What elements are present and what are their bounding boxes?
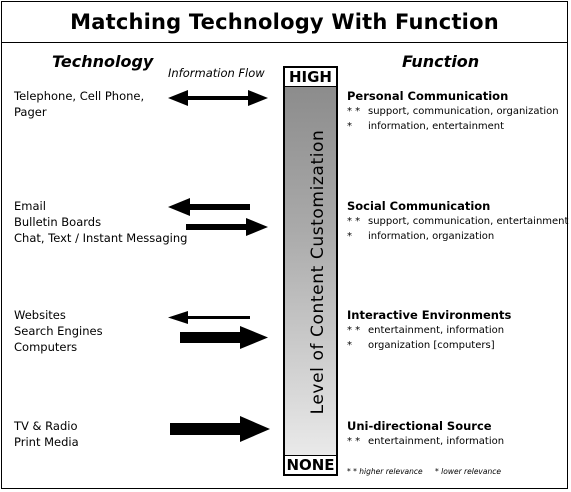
function-title: Uni-directional Source [347, 419, 492, 433]
relevance-stars: * [347, 340, 352, 351]
relevance-stars: * * [347, 216, 361, 227]
scale-axis-label: Level of Content Customization [308, 129, 328, 415]
function-item: * organization [computers] [347, 338, 511, 353]
function-item-text: support, communication, entertainment [368, 216, 569, 227]
relevance-stars: * * [347, 106, 361, 117]
function-title: Social Communication [347, 199, 491, 213]
relevance-stars: * * [347, 325, 361, 336]
flow-arrow-outbound-only [170, 416, 270, 442]
relevance-stars: * [347, 121, 352, 132]
relevance-stars: * * [347, 436, 361, 447]
function-item: * information, organization [347, 229, 568, 244]
technology-label: Email [14, 199, 46, 213]
technology-group-interactive: Websites Search Engines Computers [14, 307, 103, 355]
function-item-text: organization [computers] [368, 340, 495, 351]
information-flow-heading: Information Flow [168, 66, 265, 80]
flow-arrow-inbound [168, 198, 250, 216]
flow-arrow-outbound-thick [180, 326, 268, 349]
technology-group-personal: Telephone, Cell Phone, Pager [14, 88, 144, 120]
diagram-title: Matching Technology With Function [70, 10, 499, 34]
relevance-stars: * [347, 231, 352, 242]
function-title: Interactive Environments [347, 308, 512, 322]
function-column-heading: Function [402, 52, 480, 71]
technology-column-heading: Technology [52, 52, 154, 71]
technology-group-unidirectional: TV & Radio Print Media [14, 418, 79, 450]
legend-high: * * higher relevance [347, 467, 423, 476]
function-item: * * support, communication, entertainmen… [347, 214, 568, 229]
relevance-legend: * * higher relevance * lower relevance [347, 467, 511, 476]
technology-label: Websites [14, 308, 66, 322]
function-item-text: entertainment, information [368, 325, 505, 336]
flow-arrow-bidirectional [168, 90, 268, 106]
function-item-text: entertainment, information [368, 436, 505, 447]
function-item: * information, entertainment [347, 119, 559, 134]
scale-high-label: HIGH [285, 68, 336, 87]
technology-label: Bulletin Boards [14, 215, 102, 229]
technology-label: Pager [14, 105, 47, 119]
function-item-text: support, communication, organization [368, 106, 559, 117]
legend-low: * lower relevance [435, 467, 501, 476]
technology-label: TV & Radio [14, 419, 78, 433]
function-item: * * entertainment, information [347, 323, 511, 338]
function-block-personal: Personal Communication * * support, comm… [347, 88, 559, 134]
function-item: * * entertainment, information [347, 434, 504, 449]
function-item-text: information, organization [368, 231, 495, 242]
function-block-unidirectional: Uni-directional Source * * entertainment… [347, 418, 504, 449]
function-item-text: information, entertainment [368, 121, 505, 132]
flow-arrow-inbound-thin [168, 311, 250, 324]
customization-scale-bar: HIGH NONE [283, 66, 338, 476]
technology-label: Print Media [14, 435, 79, 449]
technology-label: Computers [14, 340, 78, 354]
technology-label: Telephone, Cell Phone, [14, 89, 145, 103]
title-divider [1, 42, 568, 43]
function-item: * * support, communication, organization [347, 104, 559, 119]
function-block-interactive: Interactive Environments * * entertainme… [347, 307, 511, 353]
technology-label: Search Engines [14, 324, 103, 338]
scale-none-label: NONE [285, 455, 336, 474]
function-title: Personal Communication [347, 89, 509, 103]
technology-label: Chat, Text / Instant Messaging [14, 231, 188, 245]
flow-arrow-outbound [186, 218, 268, 236]
technology-group-social: Email Bulletin Boards Chat, Text / Insta… [14, 198, 187, 246]
function-block-social: Social Communication * * support, commun… [347, 198, 568, 244]
